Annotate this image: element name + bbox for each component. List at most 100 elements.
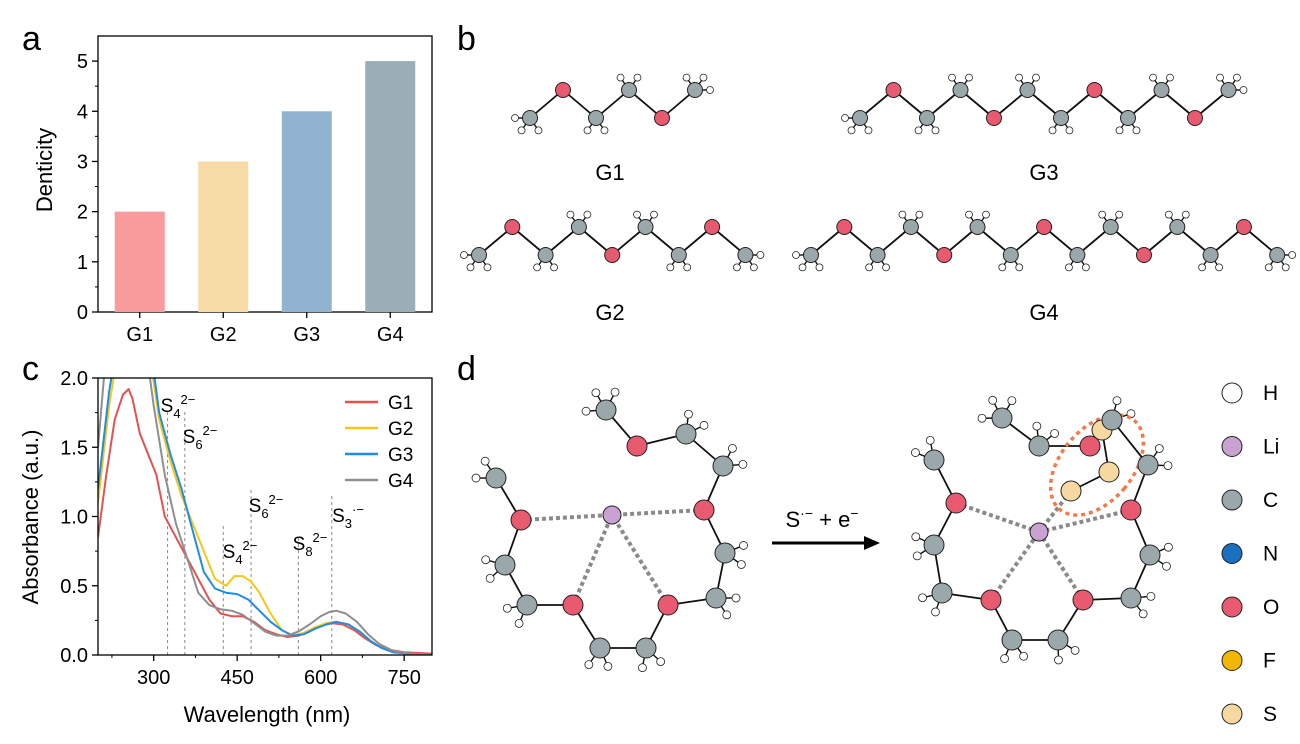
li-complex-structures <box>471 387 1173 673</box>
atom-h <box>864 126 873 135</box>
atom-h <box>1115 210 1124 219</box>
atom-h <box>749 263 758 272</box>
chart-a-frame <box>97 35 433 313</box>
atom-h <box>514 618 524 628</box>
legend-label-g2: G2 <box>388 419 413 440</box>
atom-h <box>460 251 468 259</box>
atom-c <box>902 219 919 235</box>
panel-label-d: d <box>457 350 476 388</box>
atom-h <box>1146 591 1156 601</box>
atom-h <box>502 603 512 613</box>
atom-c <box>471 247 487 263</box>
panel-label-b: b <box>457 20 476 58</box>
atom-h <box>977 413 987 423</box>
atom-h <box>1032 421 1042 431</box>
legend-atom-s <box>1221 703 1243 725</box>
atom-o <box>510 509 532 531</box>
atom-h <box>1215 263 1223 272</box>
atom-c <box>570 219 587 235</box>
atom-h <box>1281 263 1290 272</box>
atom-h <box>1164 542 1173 552</box>
legend-atom-label-h: H <box>1263 382 1278 405</box>
atom-h <box>1054 655 1063 665</box>
legend-atom-n <box>1221 543 1243 564</box>
bar-g4 <box>365 61 416 312</box>
legend-atom-label-o: O <box>1263 596 1279 619</box>
legend-atom-label-n: N <box>1263 543 1278 566</box>
atom-c <box>1153 82 1170 98</box>
atom-h <box>739 541 748 550</box>
atom-c <box>1120 110 1136 126</box>
legend-atom-h <box>1221 382 1243 404</box>
atom-o <box>986 110 1002 126</box>
atom-o <box>562 594 584 616</box>
atom-h <box>915 210 924 219</box>
atom-h <box>683 263 692 272</box>
atom-o <box>604 247 621 263</box>
y-tick-label: 1.0 <box>60 507 88 529</box>
atom-c <box>635 637 657 659</box>
atom-c <box>969 219 986 235</box>
atom-c <box>737 247 754 263</box>
atom-c <box>588 110 604 126</box>
atom-c <box>1220 82 1237 98</box>
bar-g2 <box>198 161 249 312</box>
atom-c <box>952 82 969 98</box>
atom-h <box>918 593 927 603</box>
atom-h <box>882 263 890 272</box>
atom-h <box>610 387 620 397</box>
atom-c <box>852 110 868 126</box>
chart-c-ylabel: Absorbance (a.u.) <box>18 430 43 605</box>
atom-h <box>1065 263 1073 272</box>
atom-h <box>706 86 714 94</box>
atom-h <box>1239 86 1248 94</box>
legend-atom-label-f: F <box>1263 650 1276 673</box>
atom-c <box>485 467 507 489</box>
atom-h <box>1115 126 1124 135</box>
atom-c <box>522 110 538 126</box>
coordination-bond <box>520 513 613 522</box>
atom-h <box>533 263 542 272</box>
molecule-label-g1: G1 <box>595 160 624 185</box>
series-line-g4 <box>98 378 432 655</box>
atom-h <box>1288 251 1297 259</box>
bar-g3 <box>281 111 332 312</box>
atom-h <box>483 263 492 272</box>
atom-h <box>666 263 675 272</box>
atom-h <box>1081 263 1090 272</box>
atom-o <box>657 594 679 616</box>
atom-c <box>923 534 945 556</box>
atom-h <box>1015 263 1024 272</box>
y-tick-label: 0 <box>77 302 88 324</box>
annotation-label: S3·− <box>332 502 364 531</box>
atom-h <box>982 210 990 219</box>
atom-c <box>1139 544 1161 566</box>
atom-h <box>1154 444 1164 453</box>
legend-atom-label-s: S <box>1263 703 1277 726</box>
atom-h <box>931 126 940 135</box>
atom-s <box>1098 461 1120 483</box>
atom-h <box>480 456 490 466</box>
atom-c <box>595 399 617 421</box>
atom-h <box>471 473 481 483</box>
atom-h <box>988 395 998 405</box>
atom-h <box>600 126 609 135</box>
atom-c <box>1069 247 1086 263</box>
y-tick-label: 2 <box>77 202 88 224</box>
atom-h <box>965 73 973 82</box>
atom-h <box>722 610 732 620</box>
atom-c <box>712 455 734 477</box>
molecule-label-g3: G3 <box>1029 160 1058 185</box>
atom-o <box>555 82 571 98</box>
x-tick-label: G2 <box>210 324 237 346</box>
chart-c-series <box>98 378 432 655</box>
atom-c <box>714 542 736 564</box>
atom-c <box>675 423 697 445</box>
atom-c <box>1019 82 1036 98</box>
legend-label-g1: G1 <box>388 393 413 414</box>
atom-o <box>693 499 715 521</box>
legend-atom-label-c: C <box>1263 489 1278 512</box>
atom-h <box>511 114 519 122</box>
y-tick-label: 0.0 <box>60 645 88 667</box>
